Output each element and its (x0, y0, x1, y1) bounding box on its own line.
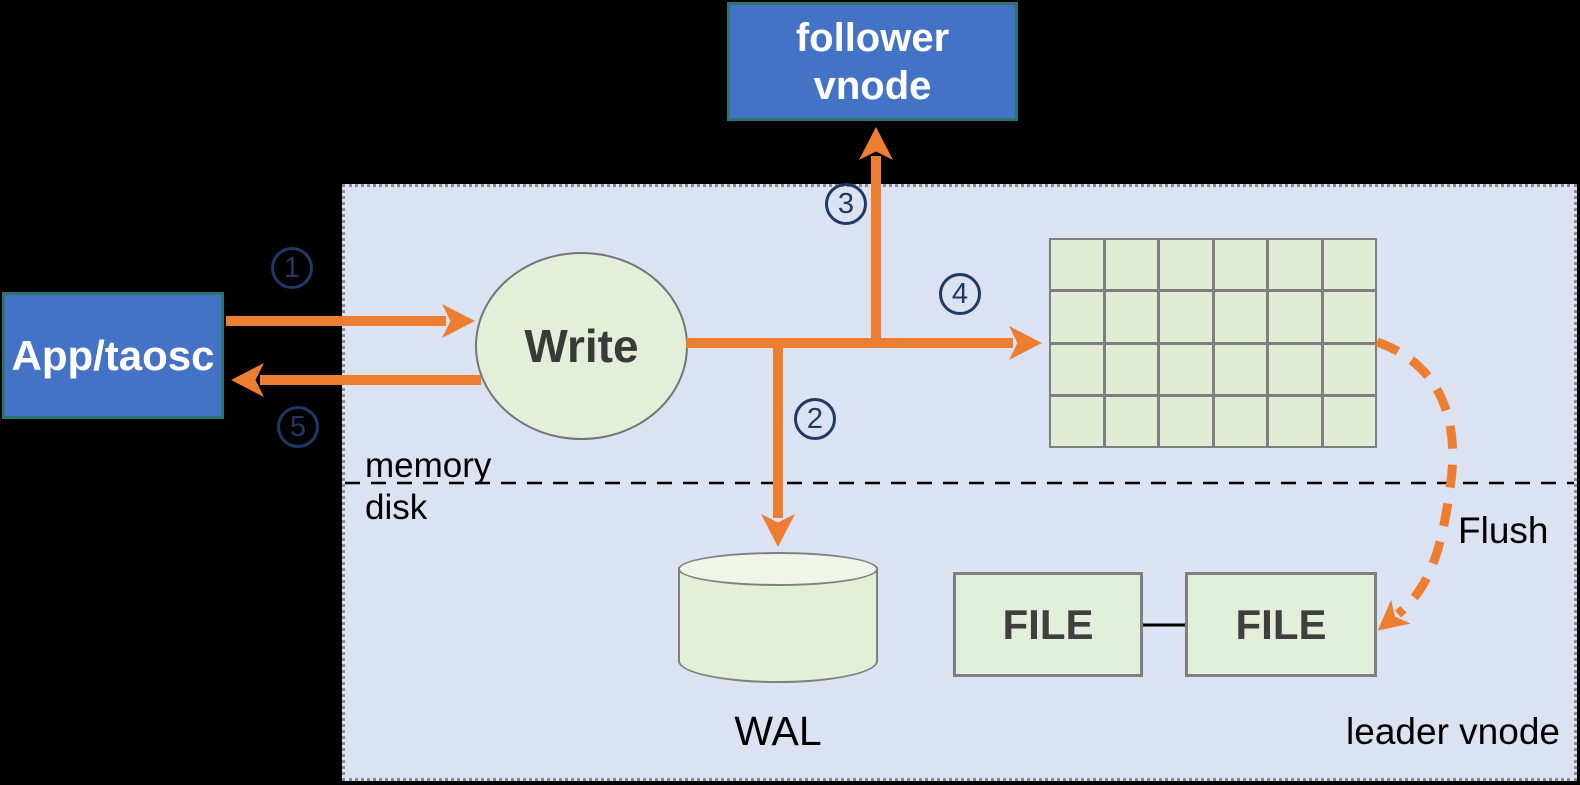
grid-cell (1214, 292, 1266, 342)
app-taosc-label: App/taosc (11, 331, 215, 379)
step-3-number: 3 (837, 187, 855, 220)
grid-cell (1105, 292, 1157, 342)
disk-label: disk (365, 488, 428, 527)
file-node-right: FILE (1185, 572, 1377, 677)
app-taosc-node: App/taosc (2, 292, 224, 419)
follower-vnode-node: follower vnode (727, 2, 1018, 121)
grid-cell (1105, 396, 1157, 446)
grid-cell (1323, 396, 1375, 446)
grid-cell (1214, 344, 1266, 394)
memtable-grid (1049, 238, 1377, 448)
step-badge-1: 1 (271, 247, 313, 289)
wal-cylinder (678, 552, 878, 685)
memory-label: memory (365, 446, 492, 485)
grid-cell (1269, 292, 1321, 342)
grid-cell (1269, 240, 1321, 290)
file-right-label: FILE (1235, 600, 1327, 648)
grid-cell (1105, 344, 1157, 394)
grid-cell (1323, 292, 1375, 342)
grid-cell (1051, 292, 1103, 342)
leader-vnode-label: leader vnode (1346, 711, 1560, 752)
step-5-number: 5 (289, 410, 307, 443)
grid-cell (1160, 292, 1212, 342)
grid-cell (1051, 396, 1103, 446)
grid-cell (1105, 240, 1157, 290)
grid-cell (1323, 240, 1375, 290)
grid-cell (1160, 240, 1212, 290)
step-badge-4: 4 (939, 273, 981, 315)
grid-cell (1051, 240, 1103, 290)
grid-cell (1214, 240, 1266, 290)
grid-cell (1051, 344, 1103, 394)
write-label: Write (524, 320, 639, 372)
step-1-number: 1 (283, 251, 301, 284)
step-2-number: 2 (806, 402, 824, 435)
grid-cell (1323, 344, 1375, 394)
grid-cell (1269, 396, 1321, 446)
grid-cell (1160, 344, 1212, 394)
wal-cylinder-body (678, 567, 878, 683)
step-badge-5: 5 (277, 406, 319, 448)
step-badge-3: 3 (825, 183, 867, 225)
step-badge-2: 2 (794, 398, 836, 440)
wal-label: WAL (734, 708, 822, 754)
write-process-node: Write (475, 252, 688, 440)
grid-cell (1214, 396, 1266, 446)
grid-cell (1269, 344, 1321, 394)
follower-vnode-label: follower vnode (795, 15, 950, 108)
flush-label: Flush (1458, 510, 1549, 551)
file-node-left: FILE (953, 572, 1143, 677)
file-left-label: FILE (1002, 600, 1094, 648)
step-4-number: 4 (951, 277, 969, 310)
grid-cell (1160, 396, 1212, 446)
wal-cylinder-top (678, 552, 878, 586)
